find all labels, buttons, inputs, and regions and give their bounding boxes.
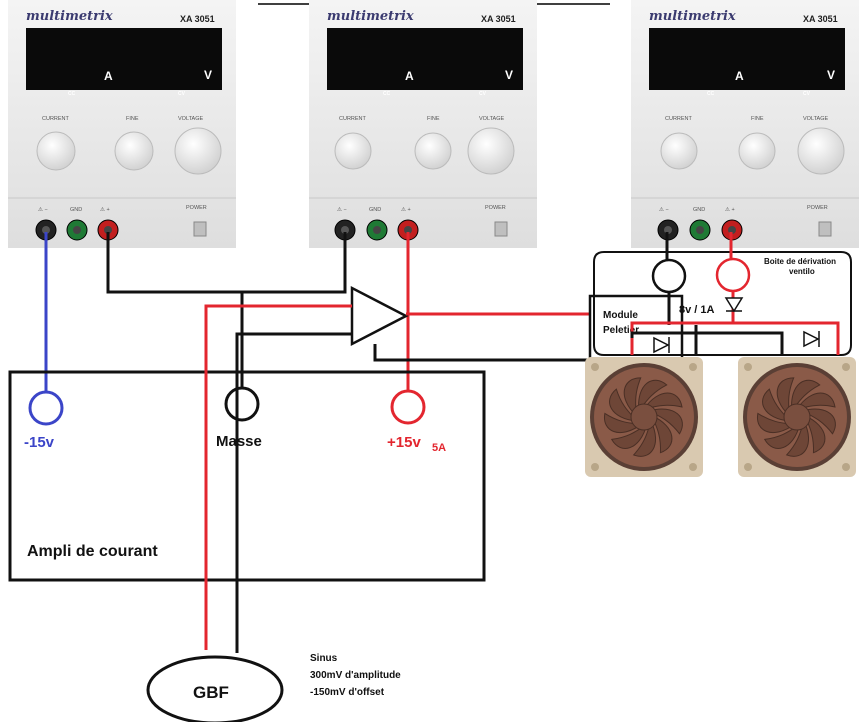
fine-label: FINE	[427, 116, 440, 122]
voltage-knob	[467, 127, 515, 175]
minus-terminal-label: ⚠ −	[38, 206, 48, 213]
wire-amp-return	[373, 344, 590, 362]
pos15-current-label: 5A	[432, 442, 446, 454]
supply-model: XA 3051	[803, 14, 838, 24]
signal-wiring	[204, 304, 590, 653]
fan-left	[585, 357, 703, 477]
power-label: POWER	[186, 205, 207, 211]
fanbox-black-terminal	[651, 258, 687, 294]
current-label: CURRENT	[339, 116, 367, 122]
fine-label: FINE	[126, 116, 139, 122]
supply-brand: multimetrix	[26, 9, 113, 24]
amplifier-label: Ampli de courant	[27, 543, 158, 560]
plus-terminal-label: ⚠ +	[100, 206, 110, 213]
fine-knob	[114, 131, 154, 171]
unit-v: V	[827, 68, 835, 82]
cc-label: CC	[68, 91, 76, 97]
power-supply-right: multimetrix XA 3051 A V CC CV CURRENT FI…	[631, 0, 859, 248]
gbf-note-waveform: Sinus	[310, 653, 338, 664]
supply-brand: multimetrix	[649, 9, 736, 24]
wire-signal-in	[204, 304, 352, 650]
cc-label: CC	[707, 91, 715, 97]
plus-terminal-label: ⚠ +	[401, 206, 411, 213]
fanbox-title-line2: ventilo	[789, 267, 815, 276]
gbf-note-amplitude: 300mV d'amplitude	[310, 670, 401, 681]
plus-terminal-label: ⚠ +	[725, 206, 735, 213]
diode-top	[724, 297, 744, 313]
unit-a: A	[405, 69, 414, 83]
gbf-generator	[146, 655, 284, 722]
supply-model: XA 3051	[180, 14, 215, 24]
power-supply-middle: multimetrix XA 3051 A V CC CV CURRENT FI…	[309, 0, 537, 248]
current-label: CURRENT	[665, 116, 693, 122]
unit-v: V	[505, 68, 513, 82]
wire-signal-ref	[235, 332, 352, 653]
gbf-note-offset: -150mV d'offset	[310, 687, 385, 698]
minus-terminal-label: ⚠ −	[659, 206, 669, 213]
opamp-symbol	[350, 285, 409, 347]
voltage-knob	[174, 127, 222, 175]
gnd-label: GND	[70, 207, 82, 213]
voltage-label: VOLTAGE	[803, 116, 828, 122]
power-switch	[818, 221, 832, 237]
fanbox-rating: 8v / 1A	[679, 304, 715, 316]
unit-v: V	[204, 68, 212, 82]
supply-brand: multimetrix	[327, 9, 414, 24]
pos15-terminal	[390, 389, 426, 425]
pos15-label: +15v	[387, 434, 421, 451]
gbf-label: GBF	[193, 683, 229, 702]
neg15-label: -15v	[24, 434, 55, 451]
voltage-knob	[797, 127, 845, 175]
ground-terminal	[224, 386, 260, 422]
minus-terminal-label: ⚠ −	[337, 206, 347, 213]
gnd-label: GND	[693, 207, 705, 213]
power-label: POWER	[807, 205, 828, 211]
supply-display	[327, 28, 523, 90]
amplifier-box	[8, 370, 486, 582]
power-label: POWER	[485, 205, 506, 211]
fine-knob	[414, 132, 452, 170]
voltage-label: VOLTAGE	[178, 116, 203, 122]
fine-knob	[738, 132, 776, 170]
voltage-label: VOLTAGE	[479, 116, 504, 122]
supply-wiring	[44, 232, 410, 392]
current-knob	[334, 132, 372, 170]
neg15-terminal	[28, 390, 64, 426]
cv-label: CV	[803, 91, 811, 97]
supply-display	[649, 28, 845, 90]
fanbox-red-terminal	[715, 257, 751, 293]
power-supply-left: multimetrix XA 3051 A V CC CV CURRENT FI…	[8, 0, 236, 248]
cc-label: CC	[383, 91, 391, 97]
wire-ground-bus	[106, 232, 347, 294]
current-knob	[36, 131, 76, 171]
diode-right	[803, 330, 820, 348]
gnd-label: GND	[369, 207, 381, 213]
cv-label: CV	[479, 91, 487, 97]
power-switch	[193, 221, 207, 237]
fanbox-title-line1: Boite de dérivation	[764, 257, 836, 266]
unit-a: A	[104, 69, 113, 83]
supply-display	[26, 28, 222, 90]
fan-right	[738, 357, 856, 477]
ground-label: Masse	[216, 433, 262, 450]
current-label: CURRENT	[42, 116, 70, 122]
diode-left	[653, 336, 670, 354]
unit-a: A	[735, 69, 744, 83]
peltier-label-line2: Peletier	[603, 325, 639, 336]
peltier-label-line1: Module	[603, 310, 638, 321]
supply-model: XA 3051	[481, 14, 516, 24]
current-knob	[660, 132, 698, 170]
fine-label: FINE	[751, 116, 764, 122]
fan-branch-box	[593, 251, 852, 356]
cv-label: CV	[178, 91, 186, 97]
power-switch	[494, 221, 508, 237]
